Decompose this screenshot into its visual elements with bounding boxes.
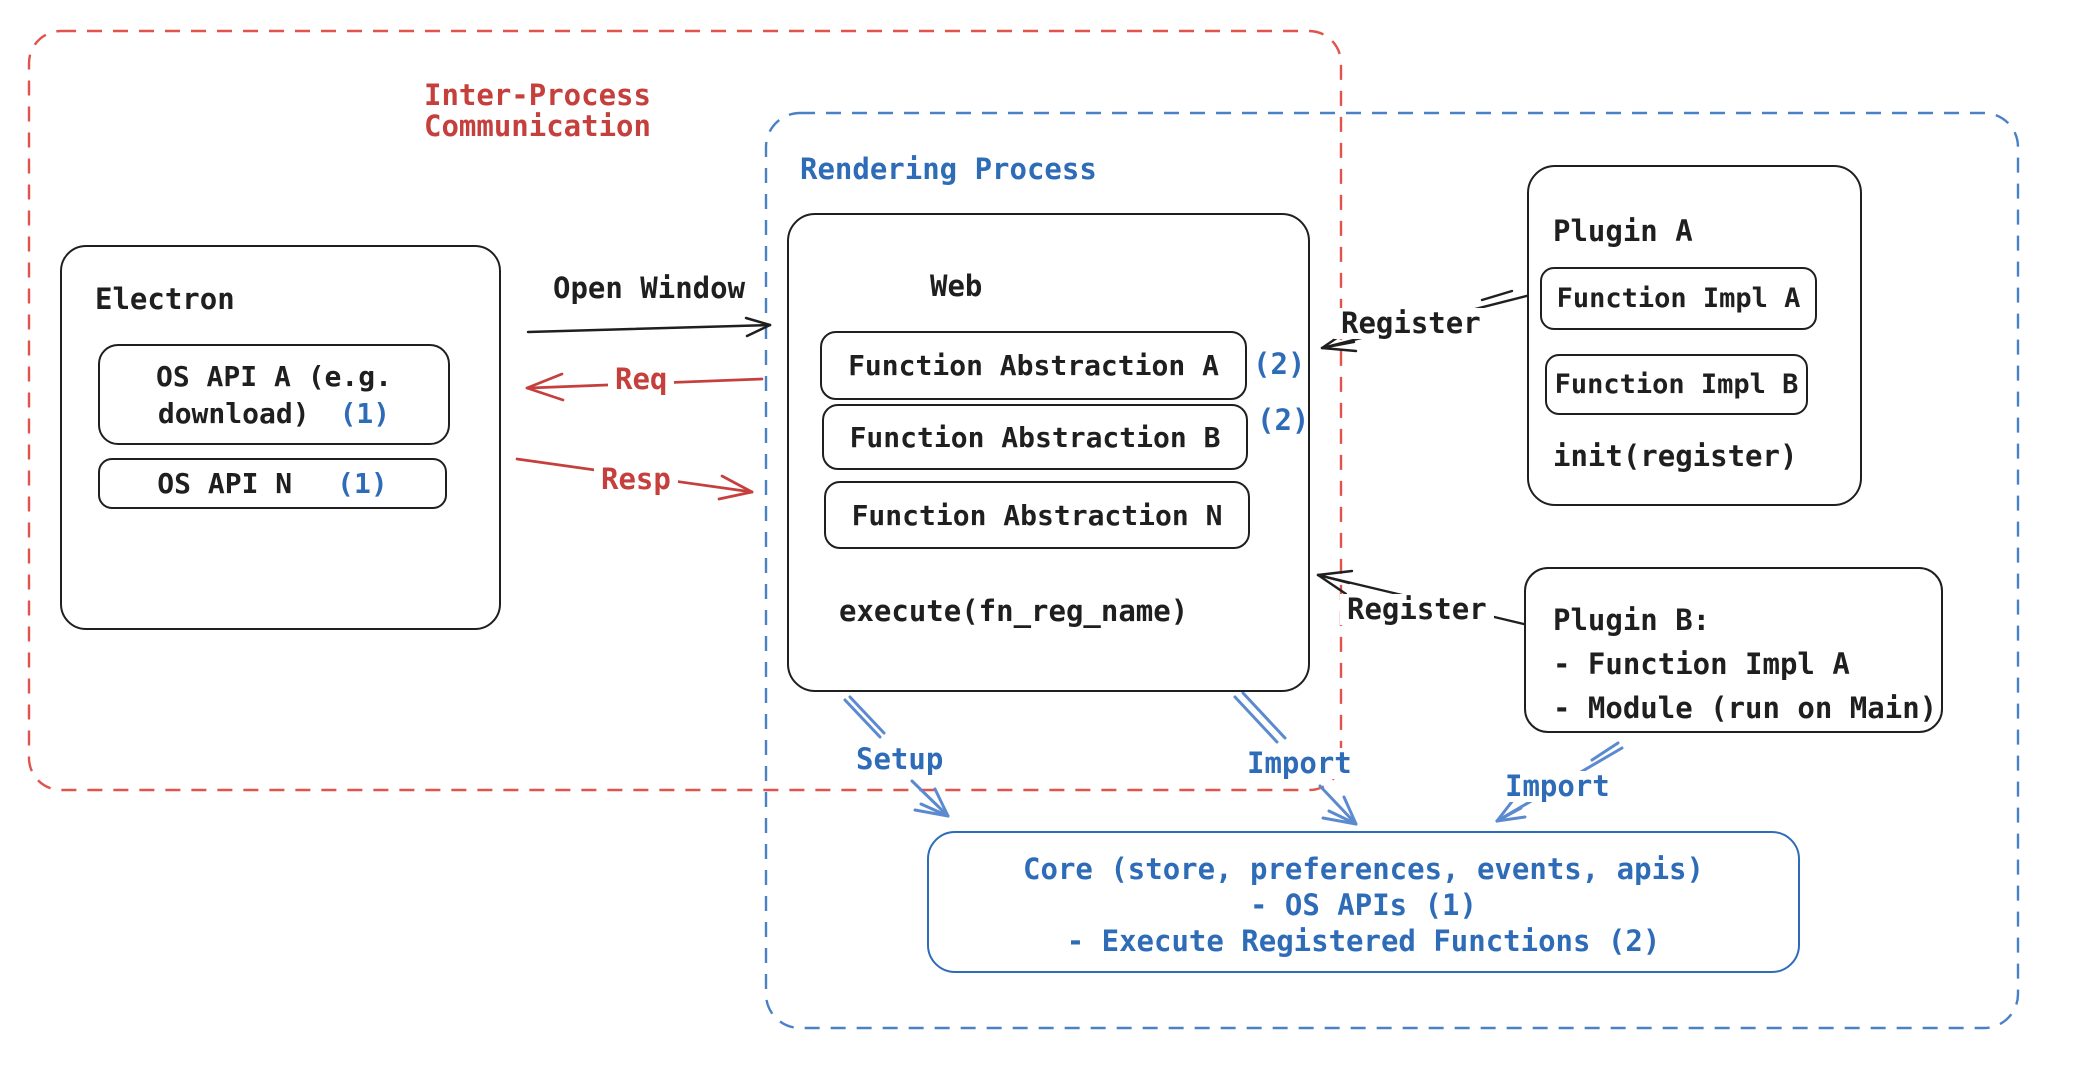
core-line2: - OS APIs (1) <box>1250 888 1477 922</box>
fn-abstraction-a-badge: (2) <box>1253 347 1306 381</box>
open-window-arrow <box>526 316 772 338</box>
plugin-b-title: Plugin B: <box>1553 603 1711 637</box>
os-api-a-badge: (1) <box>339 396 391 430</box>
plugin-b-box <box>1524 567 1943 733</box>
plugin-a-box <box>1527 165 1862 506</box>
os-api-a-line1: OS API A (e.g. <box>155 359 392 393</box>
fn-abstraction-b-box: Function Abstraction B <box>822 404 1248 470</box>
function-impl-a-box: Function Impl A <box>1540 267 1817 330</box>
req-label: Req <box>608 364 675 395</box>
import-plugin-label: Import <box>1498 771 1617 802</box>
electron-title: Electron <box>95 282 235 316</box>
resp-label: Resp <box>594 464 678 495</box>
execute-label: execute(fn_reg_name) <box>839 594 1189 628</box>
os-api-n-box: OS API N(1) <box>98 458 447 509</box>
plugin-b-item1: - Function Impl A <box>1553 647 1850 681</box>
setup-label: Setup <box>849 744 951 775</box>
function-impl-b-box: Function Impl B <box>1545 354 1808 415</box>
core-line3: - Execute Registered Functions (2) <box>1066 924 1661 958</box>
web-title: Web <box>930 269 983 303</box>
register-a-label: Register <box>1334 308 1488 339</box>
os-api-a-box: OS API A (e.g. download)(1) <box>98 344 450 445</box>
rendering-region-title: Rendering Process <box>800 152 1097 186</box>
fn-abstraction-n-box: Function Abstraction N <box>824 481 1250 549</box>
core-box <box>927 831 1800 973</box>
os-api-a-line2: download)(1) <box>157 396 391 430</box>
os-api-n-badge: (1) <box>337 467 388 500</box>
plugin-b-content: Plugin B: - Function Impl A - Module (ru… <box>1553 598 1937 730</box>
plugin-a-title: Plugin A <box>1553 214 1693 248</box>
init-register-label: init(register) <box>1553 439 1798 473</box>
plugin-b-item2: - Module (run on Main) <box>1553 691 1938 725</box>
open-window-label: Open Window <box>553 271 746 305</box>
fn-abstraction-b-badge: (2) <box>1257 403 1310 437</box>
import-web-label: Import <box>1240 748 1359 779</box>
core-content: Core (store, preferences, events, apis) … <box>927 851 1800 959</box>
register-b-label: Register <box>1340 594 1494 625</box>
ipc-region-title: Inter-Process Communication <box>424 78 651 143</box>
fn-abstraction-a-box: Function Abstraction A <box>820 331 1247 400</box>
core-line1: Core (store, preferences, events, apis) <box>1023 852 1704 886</box>
